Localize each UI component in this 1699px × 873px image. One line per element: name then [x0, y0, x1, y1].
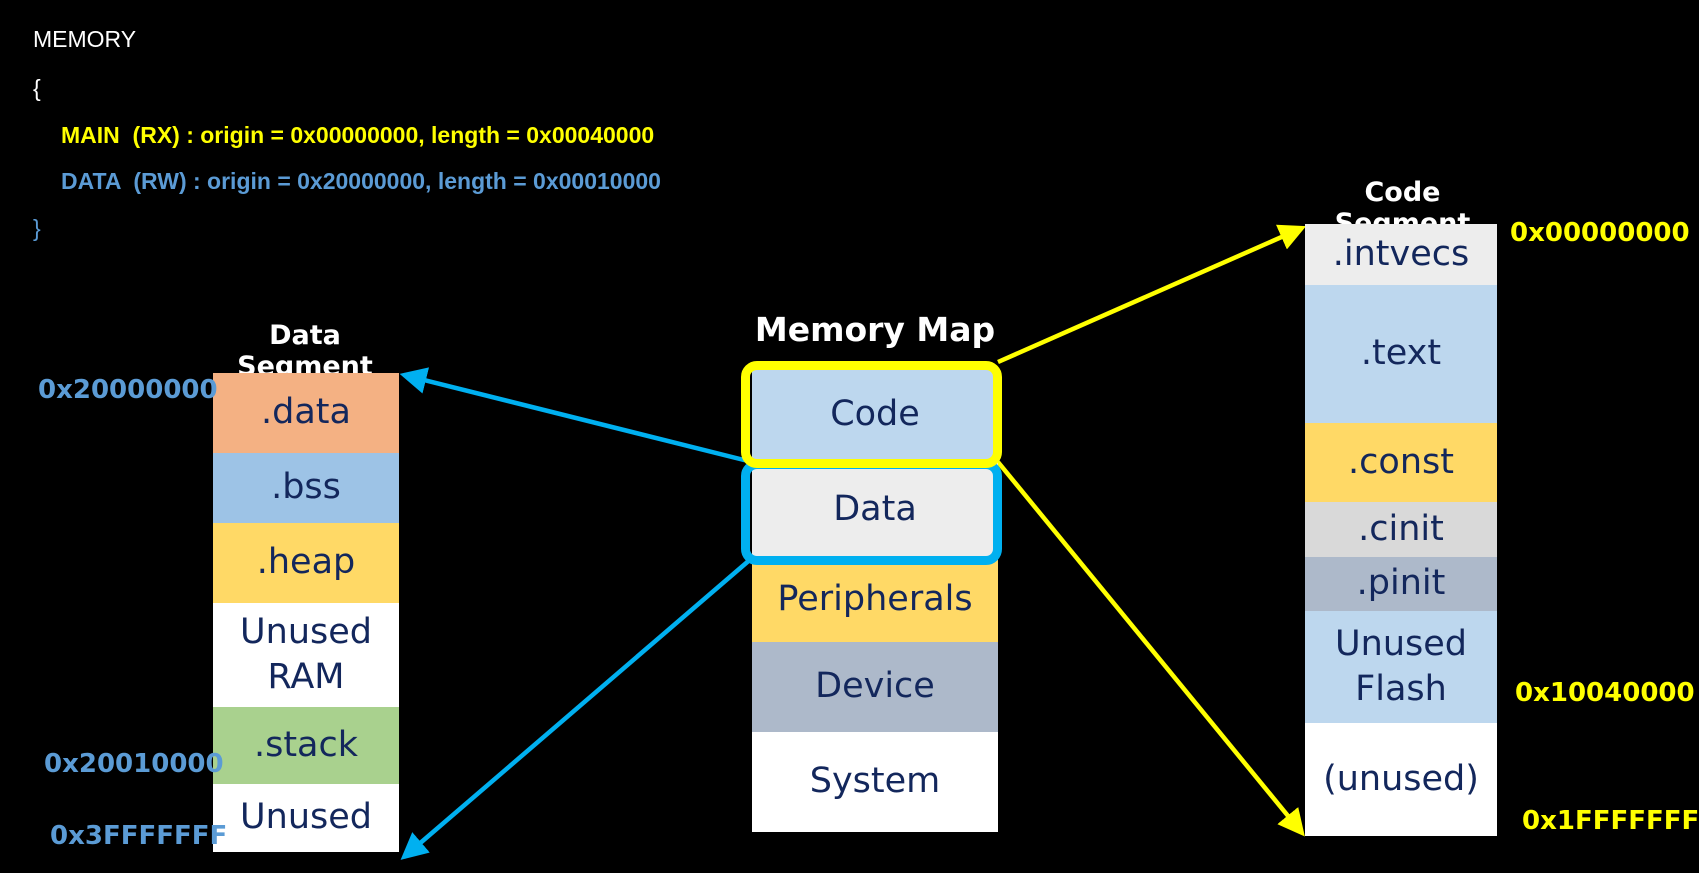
- code-segment-addr-top: 0x00000000: [1510, 218, 1690, 248]
- data-segment-addr-stack: 0x20010000: [44, 749, 224, 779]
- data-segment-addr-bottom: 0x3FFFFFFF: [50, 821, 228, 851]
- unused-ram-block: Unused RAM: [213, 603, 399, 707]
- arrow-code-to-segment-top: [997, 224, 1307, 365]
- memory-map-column: Code Data Peripherals Device System: [752, 368, 998, 832]
- memmap-device-block: Device: [752, 642, 998, 732]
- arrow-data-to-segment-bottom: [400, 556, 754, 860]
- intvecs-block: .intvecs: [1305, 224, 1497, 285]
- heap-block: .heap: [213, 523, 399, 603]
- unused-block: Unused: [213, 784, 399, 852]
- cinit-block: .cinit: [1305, 502, 1497, 557]
- memmap-peripherals-block: Peripherals: [752, 558, 998, 642]
- code-segment-column: .intvecs .text .const .cinit .pinit Unus…: [1305, 224, 1497, 836]
- arrow-code-to-segment-bottom: [996, 460, 1305, 837]
- text-block: .text: [1305, 285, 1497, 423]
- linker-data-line: DATA (RW) : origin = 0x20000000, length …: [61, 168, 661, 194]
- code-highlight-outline: [741, 361, 1002, 468]
- unused-code-block: (unused): [1305, 723, 1497, 836]
- memmap-system-block: System: [752, 732, 998, 832]
- bss-block: .bss: [213, 453, 399, 523]
- code-segment-addr-bottom: 0x1FFFFFFF: [1522, 806, 1699, 836]
- code-segment-addr-flash-end: 0x10040000: [1515, 678, 1695, 708]
- pinit-block: .pinit: [1305, 557, 1497, 611]
- data-highlight-outline: [741, 460, 1002, 565]
- memmap-code-block: Code: [752, 368, 998, 462]
- data-segment-column: .data .bss .heap Unused RAM .stack Unuse…: [213, 373, 399, 852]
- linker-close-brace: }: [33, 215, 41, 241]
- arrow-data-to-segment-top: [399, 367, 753, 465]
- data-block: .data: [213, 373, 399, 453]
- linker-main-line: MAIN (RX) : origin = 0x00000000, length …: [61, 122, 655, 148]
- linker-memory-keyword: MEMORY: [33, 26, 137, 52]
- unused-flash-block: Unused Flash: [1305, 611, 1497, 723]
- linker-open-brace: {: [33, 75, 41, 101]
- stack-block: .stack: [213, 707, 399, 784]
- data-segment-addr-top: 0x20000000: [38, 375, 218, 405]
- const-block: .const: [1305, 423, 1497, 502]
- memory-map-title: Memory Map: [754, 310, 996, 349]
- memmap-data-block: Data: [752, 462, 998, 558]
